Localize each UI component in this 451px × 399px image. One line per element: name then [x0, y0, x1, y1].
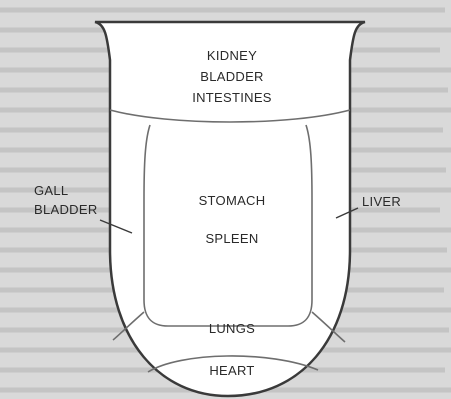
- label-gall: GALL: [34, 183, 68, 198]
- label-stomach: STOMACH: [199, 193, 266, 208]
- label-bladder: BLADDER: [200, 69, 264, 84]
- label-spleen: SPLEEN: [205, 231, 258, 246]
- label-gall-bladder: BLADDER: [34, 202, 98, 217]
- label-kidney: KIDNEY: [207, 48, 257, 63]
- label-heart: HEART: [209, 363, 254, 378]
- label-liver: LIVER: [362, 194, 401, 209]
- label-intestines: INTESTINES: [192, 90, 272, 105]
- label-lungs: LUNGS: [209, 321, 255, 336]
